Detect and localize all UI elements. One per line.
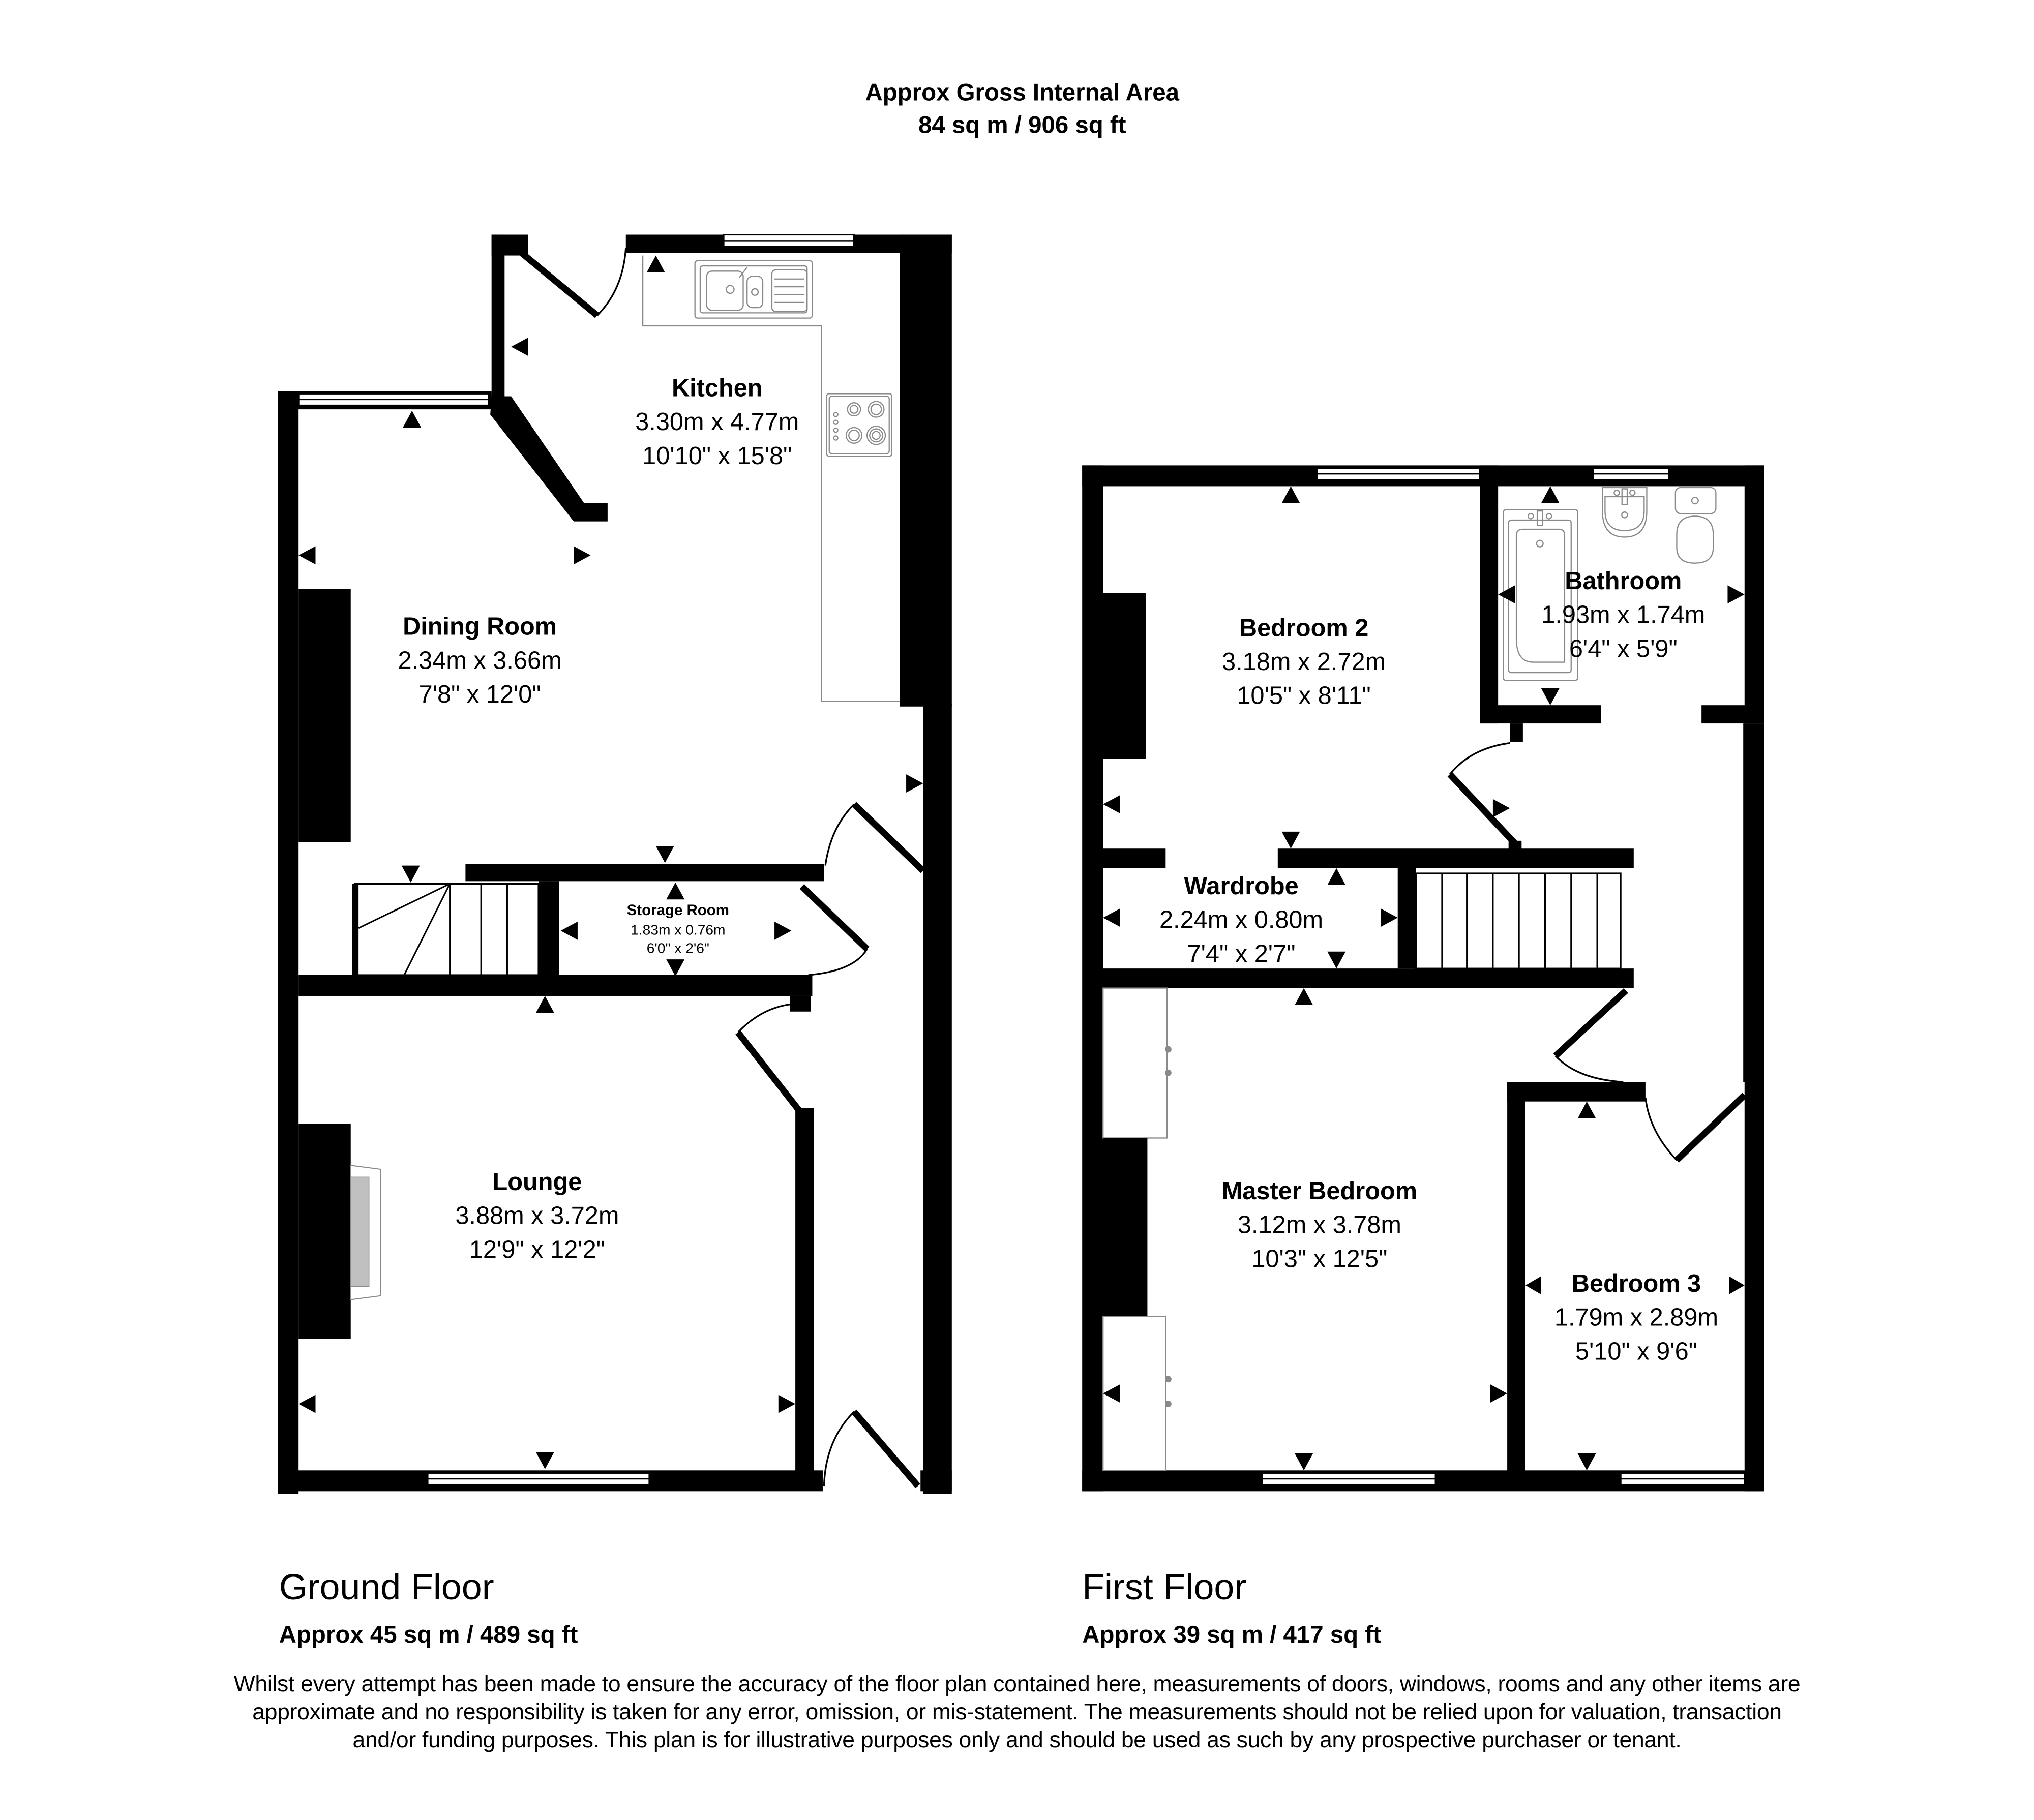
door-swing-icon <box>1644 1093 1747 1163</box>
wall <box>923 704 952 1494</box>
wall <box>1103 968 1634 988</box>
chimney-breast <box>298 1124 351 1339</box>
room-imperial-master-bedroom: 10'3" x 12'5" <box>1251 1245 1387 1272</box>
wall <box>1277 848 1634 868</box>
toilet-icon <box>1674 487 1717 564</box>
fireplace-icon <box>350 1165 381 1300</box>
wall <box>491 234 505 402</box>
room-metric-bedroom-3: 1.79m x 2.89m <box>1554 1304 1718 1331</box>
chimney-breast <box>1103 1138 1148 1317</box>
wall <box>795 1108 814 1487</box>
wall <box>490 396 608 522</box>
room-metric-wardrobe: 2.24m x 0.80m <box>1159 906 1323 934</box>
floor-area-ground: Approx 45 sq m / 489 sq ft <box>279 1621 578 1648</box>
wall <box>1743 723 1764 1082</box>
window-icon <box>1261 1472 1437 1486</box>
window-icon <box>1592 467 1670 481</box>
stairs-icon <box>352 883 540 976</box>
basin-icon <box>1602 487 1648 538</box>
room-name-bedroom-2: Bedroom 2 <box>1239 614 1368 642</box>
wall <box>465 864 824 882</box>
wardrobe-unit <box>1102 987 1172 1139</box>
room-imperial-bathroom: 6'4" x 5'9" <box>1569 635 1678 662</box>
wall <box>1397 868 1416 969</box>
wall <box>1510 723 1523 742</box>
room-imperial-kitchen: 10'10" x 15'8" <box>642 442 792 470</box>
room-metric-lounge: 3.88m x 3.72m <box>455 1202 619 1230</box>
wall <box>1744 465 1764 711</box>
door-swing-icon <box>824 802 937 882</box>
room-name-bathroom: Bathroom <box>1565 567 1682 595</box>
worktop <box>642 255 900 702</box>
wall <box>278 391 299 1494</box>
wall <box>1507 1082 1525 1473</box>
room-name-master-bedroom: Master Bedroom <box>1222 1177 1417 1205</box>
stairs-icon <box>1415 872 1622 969</box>
room-imperial-wardrobe: 7'4" x 2'7" <box>1187 940 1296 967</box>
floor-name-first: First Floor <box>1082 1567 1246 1607</box>
wall <box>1507 1082 1646 1102</box>
room-metric-storage-room: 1.83m x 0.76m <box>631 921 725 937</box>
wall <box>298 975 813 996</box>
door-swing-icon <box>519 248 627 318</box>
wall <box>1701 705 1764 724</box>
dimension-arrow-icon <box>298 255 923 1469</box>
ground-floor-plan: Kitchen 3.30m x 4.77m 10'10" x 15'8" Din… <box>278 234 952 1494</box>
room-name-lounge: Lounge <box>492 1168 582 1196</box>
window-icon <box>1620 1472 1746 1486</box>
gross-area-value: 84 sq m / 906 sq ft <box>918 112 1126 139</box>
room-name-bedroom-3: Bedroom 3 <box>1572 1270 1701 1297</box>
window-icon <box>1316 467 1481 481</box>
wall <box>1103 848 1166 868</box>
wall <box>900 234 952 707</box>
window-icon <box>723 234 855 248</box>
room-imperial-lounge: 12'9" x 12'2" <box>469 1236 605 1263</box>
chimney-breast <box>298 589 351 842</box>
room-imperial-bedroom-2: 10'5" x 8'11" <box>1237 682 1371 710</box>
room-metric-bathroom: 1.93m x 1.74m <box>1541 601 1705 629</box>
disclaimer-text: Whilst every attempt has been made to en… <box>233 1672 1801 1752</box>
ground-floor-caption: Ground Floor Approx 45 sq m / 489 sq ft <box>279 1567 578 1648</box>
room-metric-dining-room: 2.34m x 3.66m <box>398 647 562 674</box>
sink-icon <box>694 260 813 319</box>
door-swing-icon <box>735 1003 802 1113</box>
hob-icon <box>826 393 892 457</box>
room-imperial-bedroom-3: 5'10" x 9'6" <box>1575 1338 1697 1365</box>
room-imperial-storage-room: 6'0" x 2'6" <box>647 939 709 956</box>
window-icon <box>297 392 490 406</box>
room-metric-master-bedroom: 3.12m x 3.78m <box>1238 1211 1401 1239</box>
first-floor-caption: First Floor Approx 39 sq m / 417 sq ft <box>1082 1567 1381 1648</box>
room-name-wardrobe: Wardrobe <box>1184 872 1299 900</box>
floor-area-first: Approx 39 sq m / 417 sq ft <box>1082 1621 1381 1648</box>
window-icon <box>427 1472 650 1486</box>
floor-name-ground: Ground Floor <box>279 1567 494 1607</box>
door-swing-icon <box>1447 742 1522 857</box>
door-swing-icon <box>1553 988 1628 1083</box>
chimney-breast <box>1103 593 1146 759</box>
room-name-dining-room: Dining Room <box>403 613 557 641</box>
door-swing-icon <box>823 1409 920 1489</box>
first-floor-plan: Bathroom 1.93m x 1.74m 6'4" x 5'9" Bedro… <box>1082 465 1764 1492</box>
dimension-arrow-icon <box>1103 486 1745 1471</box>
gross-area-title: Approx Gross Internal Area <box>865 79 1179 106</box>
room-metric-kitchen: 3.30m x 4.77m <box>635 408 799 436</box>
door-swing-icon <box>799 884 870 976</box>
gross-area-header: Approx Gross Internal Area 84 sq m / 906… <box>865 79 1179 138</box>
room-metric-bedroom-2: 3.18m x 2.72m <box>1222 648 1386 676</box>
room-imperial-dining-room: 7'8" x 12'0" <box>419 681 541 708</box>
wall <box>920 1470 952 1492</box>
wall <box>1744 1082 1764 1492</box>
wall <box>1480 705 1601 724</box>
room-name-storage-room: Storage Room <box>627 902 729 919</box>
wall <box>1082 465 1103 1492</box>
wall <box>1480 465 1499 724</box>
wall <box>538 881 559 978</box>
room-name-kitchen: Kitchen <box>672 374 763 402</box>
